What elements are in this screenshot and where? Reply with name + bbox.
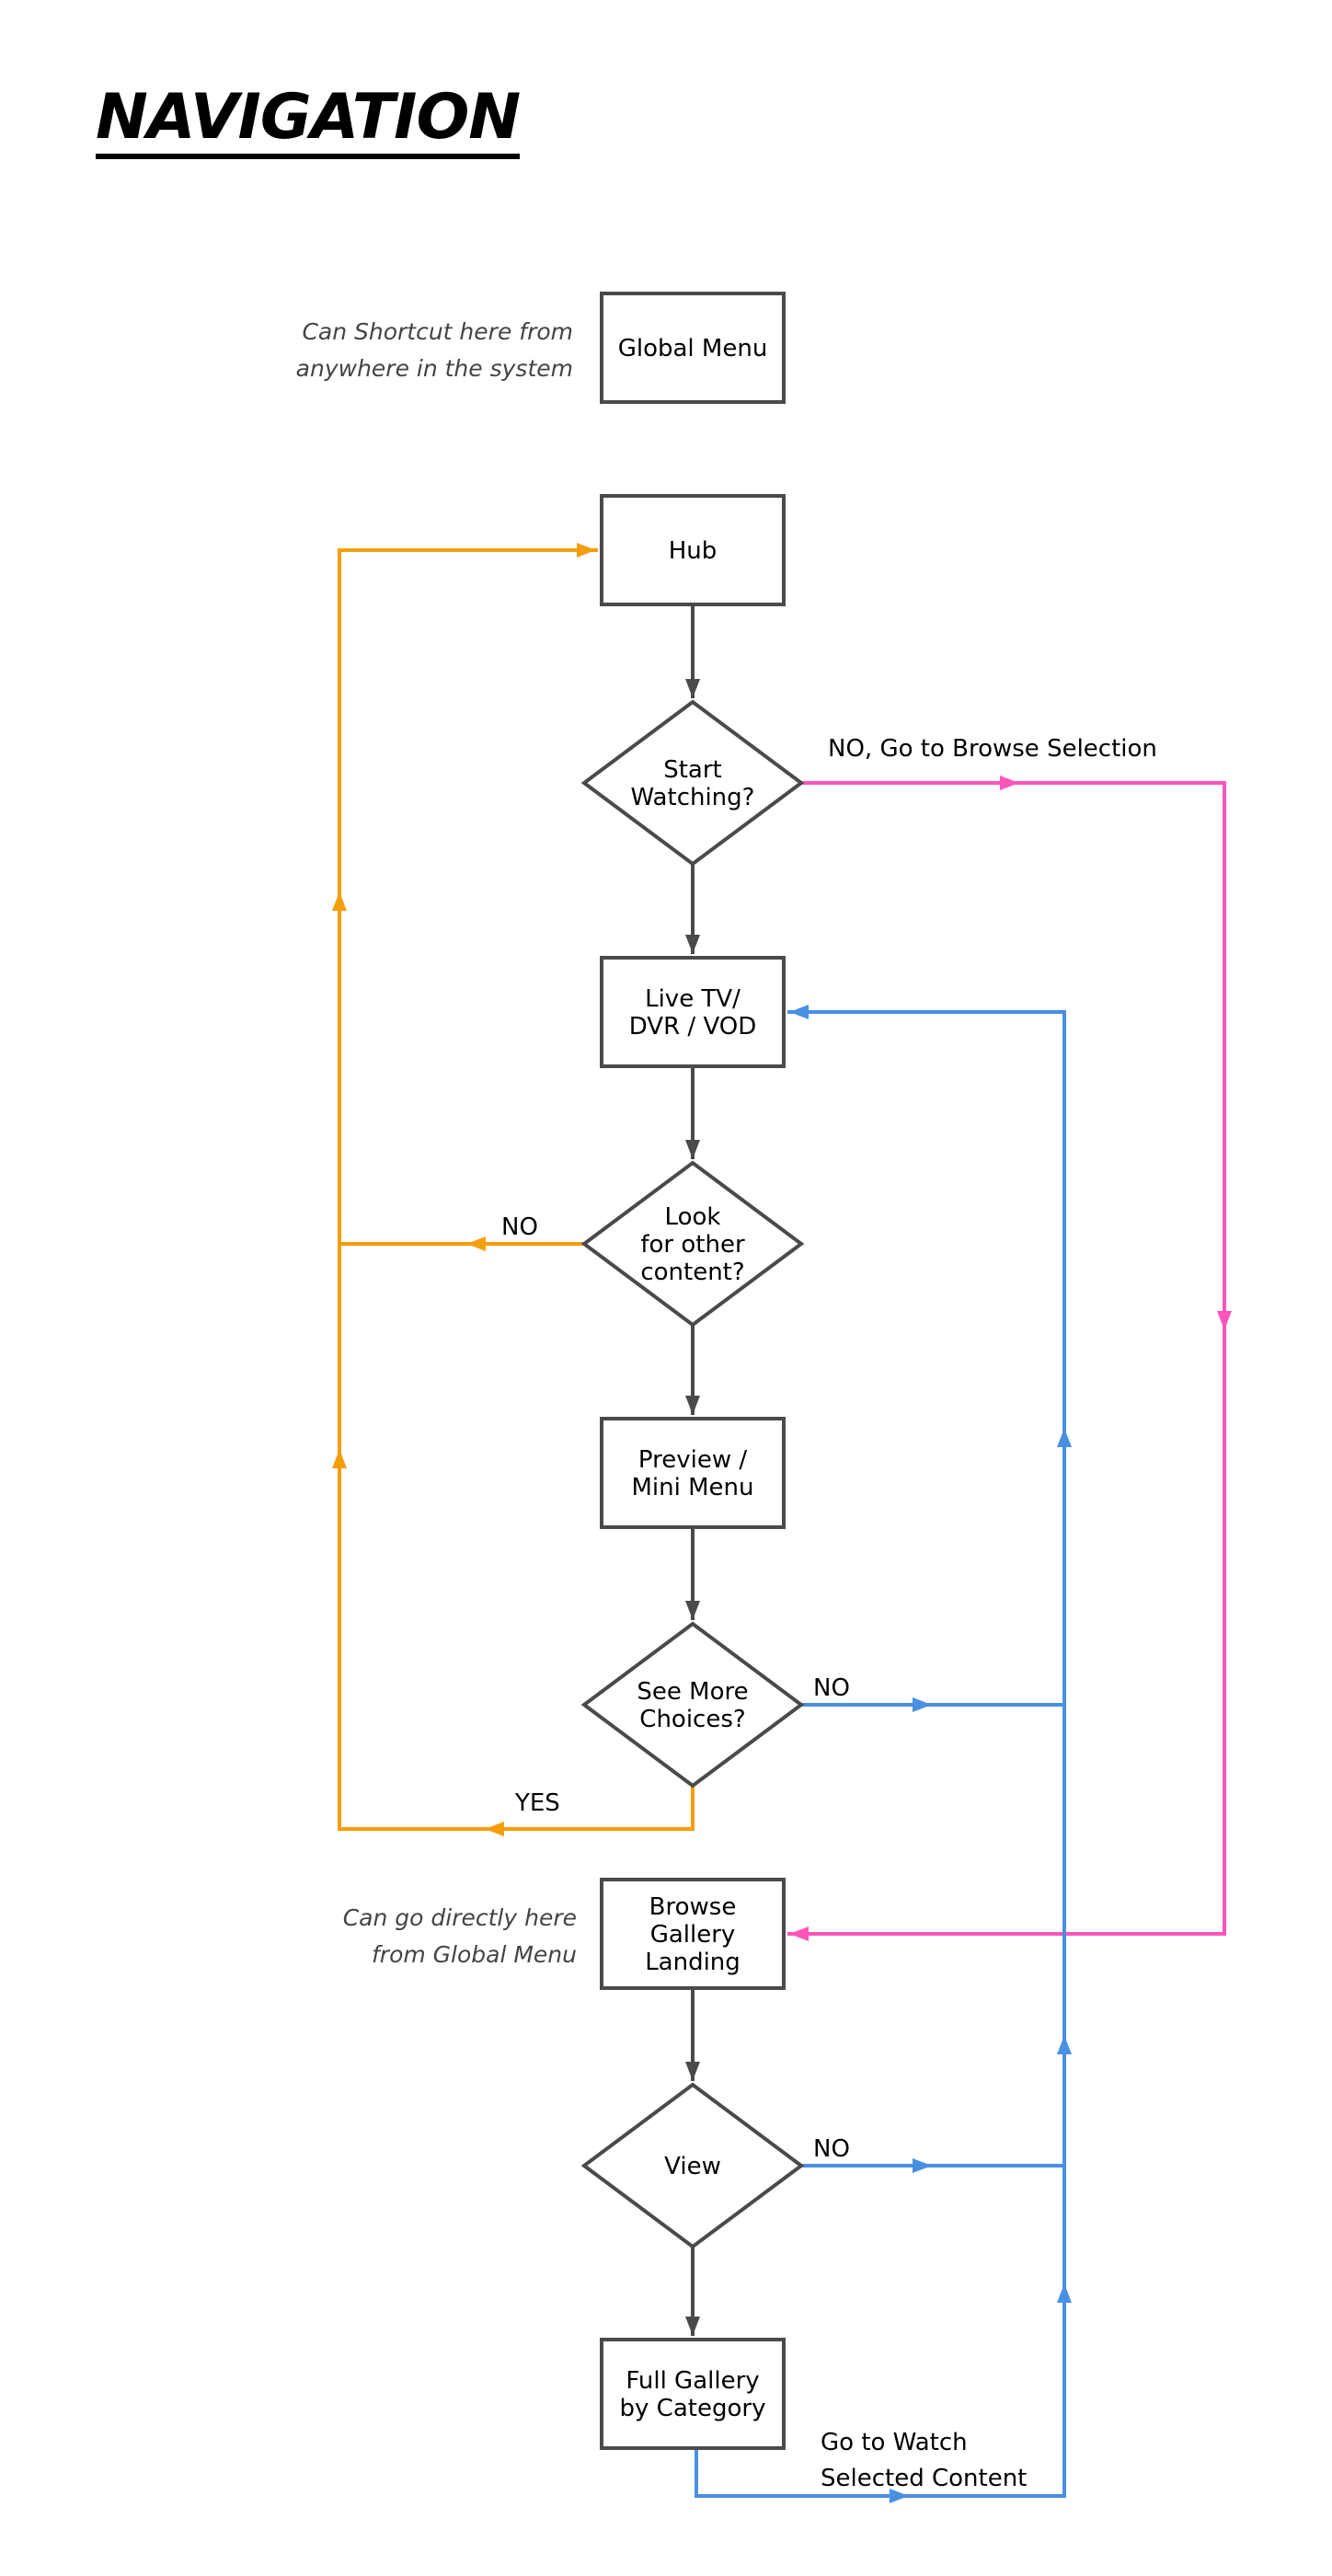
arrow-down-icon [685,1396,700,1415]
note-browse-gallery-line: from Global Menu [372,1941,577,1968]
page-title: NAVIGATION [96,85,521,160]
node-view[interactable]: View [580,2082,805,2249]
node-label-line: by Category [620,2395,766,2422]
arrow-up-icon [332,891,347,911]
note-browse-gallery: Can go directly here from Global Menu [343,1904,577,1968]
arrow-down-icon [1217,1311,1232,1330]
arrow-right-icon [1000,776,1019,790]
node-label: View [664,2153,721,2180]
edge-label-no: NO [813,1674,850,1702]
process-box [600,1417,786,1529]
process-box [600,292,786,404]
arrow-down-icon [685,1140,700,1159]
node-label-line: Start [663,756,722,784]
arrow-down-icon [685,679,700,698]
node-global-menu[interactable]: Global Menu [600,292,786,404]
arrow-up-icon [1057,2035,1072,2054]
arrow-down-icon [685,2062,700,2081]
node-label: Hub [669,537,718,565]
decision-diamond [580,2082,805,2249]
node-label-line: Hub [669,537,718,565]
node-label-line: View [664,2153,721,2180]
node-label-line: for other [640,1231,745,1259]
edges-layer [332,543,1232,2503]
edge-label-yes: YES [514,1789,560,1817]
arrow-right-icon [577,543,596,558]
arrow-right-icon [890,2489,909,2503]
node-label-line: Global Menu [618,335,768,362]
arrow-down-icon [685,2317,700,2336]
decision-diamond [580,1160,805,1328]
arrow-up-icon [332,1449,347,1468]
arrow-down-icon [685,935,700,954]
node-label-line: DVR / VOD [629,1013,757,1041]
node-label-line: Look [665,1203,721,1231]
note-global-menu: Can Shortcut here from anywhere in the sy… [296,318,573,382]
arrow-down-icon [685,1601,700,1620]
arrow-right-icon [913,2158,932,2173]
node-label-line: Preview / [638,1446,747,1474]
node-label-line: content? [640,1259,744,1286]
node-label-line: Browse [649,1893,737,1921]
arrow-left-icon [789,1005,809,1019]
arrow-up-icon [1057,2283,1072,2303]
edge-start-watching-to-browse-gallery [787,781,1226,1936]
decision-diamond [580,699,805,867]
node-hub[interactable]: Hub [600,494,786,606]
process-box [600,494,786,606]
arrow-right-icon [913,1697,932,1712]
note-global-menu-line: anywhere in the system [296,355,573,382]
note-global-menu-line: Can Shortcut here from [302,318,573,345]
edge-label-no: NO [813,2135,850,2163]
node-label: Live TV/DVR / VOD [629,985,757,1041]
arrow-left-icon [466,1236,486,1251]
arrow-up-icon [1057,1428,1072,1447]
node-label: Preview /Mini Menu [631,1446,753,1501]
node-label: Global Menu [618,335,768,362]
arrow-left-icon [485,1822,504,1836]
node-label-line: Full Gallery [626,2367,759,2395]
decision-diamond [580,1621,805,1788]
edge-to-live-tv [695,1010,1066,2498]
process-box [600,1878,786,1990]
node-preview[interactable]: Preview /Mini Menu [600,1417,786,1529]
node-label-line: Gallery [650,1921,736,1949]
edge-label-no-browse: NO, Go to Browse Selection [828,735,1157,763]
node-label-line: Mini Menu [631,1474,753,1501]
process-box [600,2338,786,2450]
edge-label-go-to-watch: Go to Watch [821,2429,968,2456]
edge-see-more-to-hub [338,548,695,1831]
node-label-line: Choices? [639,1706,745,1733]
node-live-tv[interactable]: Live TV/DVR / VOD [600,956,786,1068]
edge-label-no: NO [501,1213,538,1241]
node-label-line: Watching? [631,784,755,811]
node-label-line: Landing [645,1949,741,1976]
note-browse-gallery-line: Can go directly here [343,1904,577,1931]
node-label-line: Live TV/ [645,985,741,1013]
process-box [600,956,786,1068]
node-label-line: See More [637,1678,748,1706]
edge-label-go-to-watch: Selected Content [821,2465,1027,2492]
arrow-left-icon [789,1926,809,1941]
